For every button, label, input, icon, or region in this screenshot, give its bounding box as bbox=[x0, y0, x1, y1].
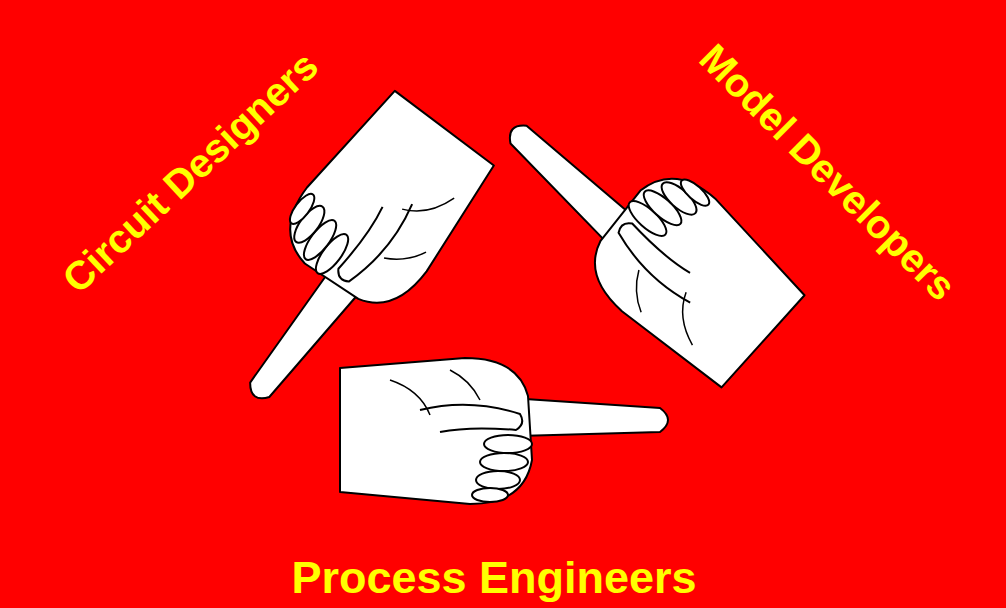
group-label: Process Engineers bbox=[291, 555, 696, 600]
group-label: Circuit Designers bbox=[55, 44, 325, 299]
pointing-hand bbox=[340, 358, 668, 504]
